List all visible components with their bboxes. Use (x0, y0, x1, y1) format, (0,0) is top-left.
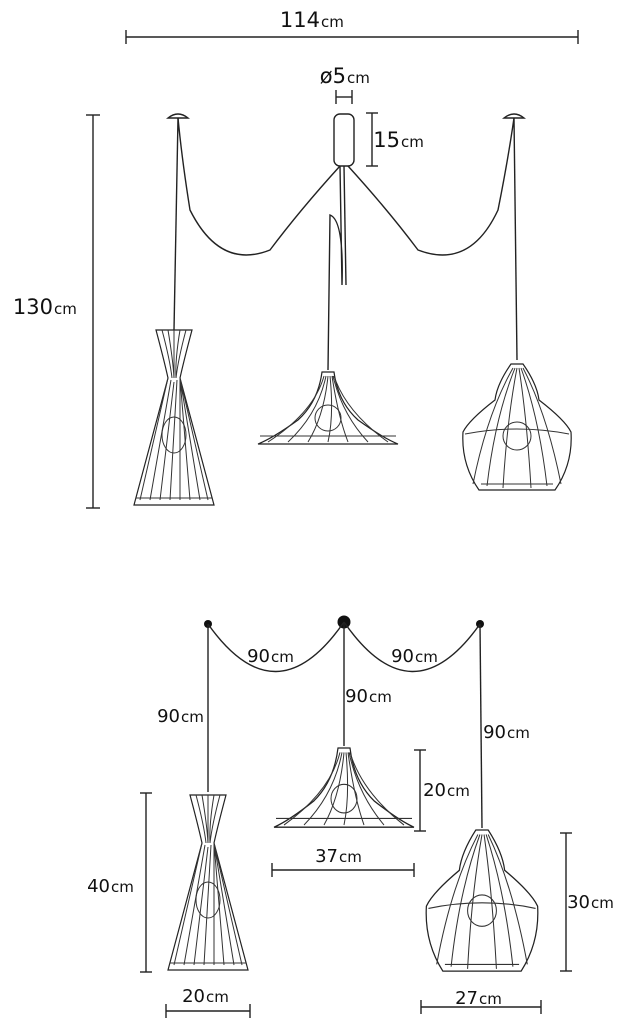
width-unit: cm (321, 13, 344, 31)
svg-text:30: 30 (567, 892, 590, 913)
drop-center-label: 90 cm (345, 686, 392, 707)
top-cables (173, 117, 518, 371)
svg-text:90: 90 (247, 646, 270, 667)
top-shade-flat (257, 371, 399, 445)
shade-center-width-dim: 37 cm (271, 846, 415, 877)
cable-left-label: 90 cm (247, 646, 294, 667)
svg-text:40: 40 (87, 876, 110, 897)
svg-text:cm: cm (369, 688, 392, 706)
svg-text:20: 20 (182, 986, 205, 1007)
shade-left-width-dim: 20 cm (165, 986, 251, 1018)
drop-left-label: 90 cm (157, 706, 204, 727)
svg-text:cm: cm (206, 988, 229, 1006)
height-value: 130 (13, 295, 53, 319)
bottom-cables (207, 621, 483, 829)
top-shade-cone (133, 329, 215, 506)
svg-text:90: 90 (157, 706, 180, 727)
bottom-shade-cone (167, 794, 249, 971)
top-width-dimension: 114 cm (125, 8, 579, 44)
svg-text:20: 20 (423, 780, 446, 801)
canopy-diameter-value: ø5 (320, 64, 346, 88)
shade-right-height-dim: 30 cm (560, 832, 614, 972)
shade-right-width-dim: 27 cm (420, 988, 542, 1014)
svg-text:37: 37 (315, 846, 338, 867)
svg-text:cm: cm (339, 848, 362, 866)
svg-text:27: 27 (455, 988, 478, 1009)
canopy-diameter-unit: cm (347, 69, 370, 87)
shade-left-height-dim: 40 cm (87, 792, 152, 973)
svg-text:90: 90 (483, 722, 506, 743)
svg-text:cm: cm (415, 648, 438, 666)
top-height-dimension: 130 cm (13, 114, 100, 509)
svg-text:90: 90 (345, 686, 368, 707)
canopy-height-value: 15 (373, 128, 400, 152)
height-unit: cm (54, 300, 77, 318)
width-value: 114 (280, 8, 320, 32)
svg-text:cm: cm (181, 708, 204, 726)
svg-text:cm: cm (111, 878, 134, 896)
svg-text:cm: cm (271, 648, 294, 666)
svg-text:cm: cm (507, 724, 530, 742)
canopy-height-unit: cm (401, 133, 424, 151)
shade-center-height-dim: 20 cm (414, 749, 470, 832)
bottom-shade-flat (273, 747, 415, 828)
drop-right-label: 90 cm (483, 722, 530, 743)
cable-right-label: 90 cm (391, 646, 438, 667)
svg-text:cm: cm (447, 782, 470, 800)
svg-text:cm: cm (591, 894, 614, 912)
top-shade-cage (462, 363, 572, 491)
svg-text:cm: cm (479, 990, 502, 1008)
canopy-diameter-dimension: ø5 cm (320, 64, 370, 104)
top-canopies (166, 113, 526, 167)
svg-text:90: 90 (391, 646, 414, 667)
canopy-height-dimension: 15 cm (366, 112, 424, 167)
bottom-shade-cage (425, 829, 539, 972)
